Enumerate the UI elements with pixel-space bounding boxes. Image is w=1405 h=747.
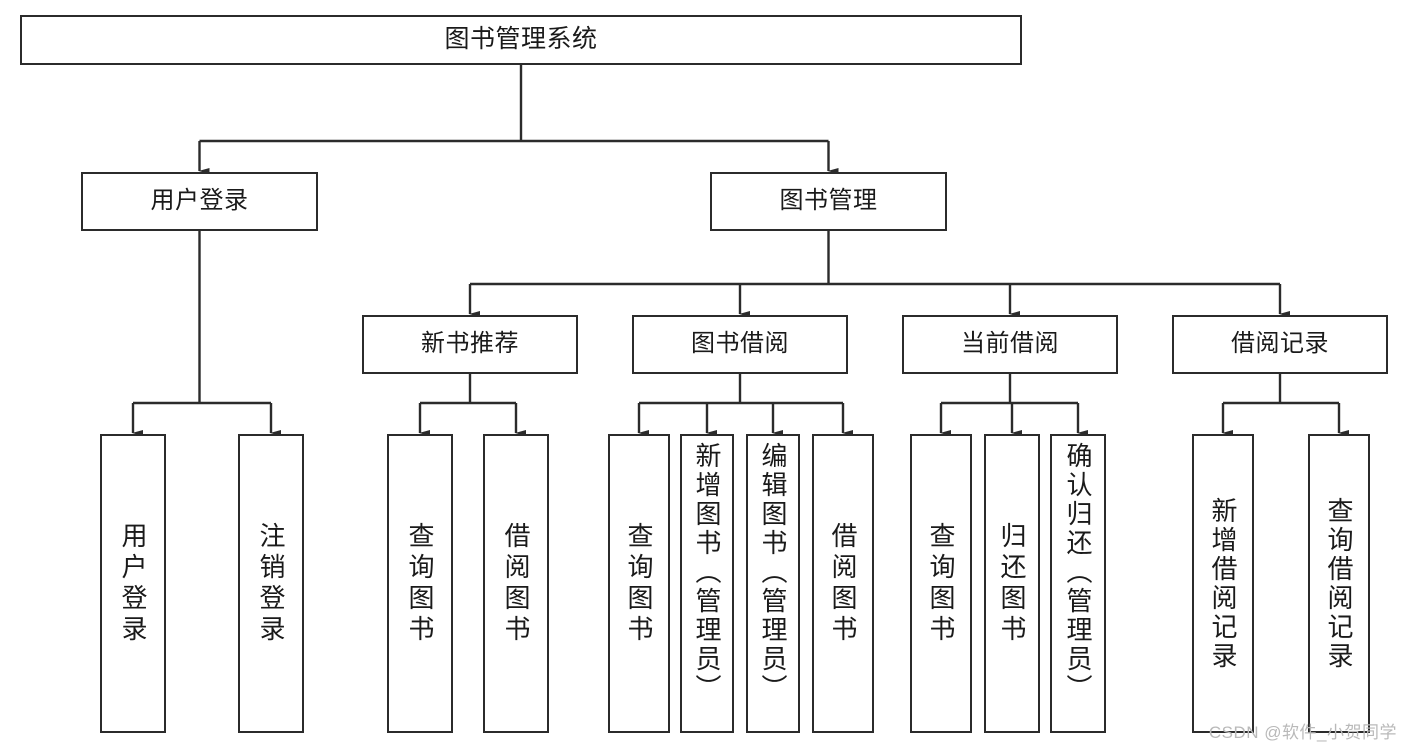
node-leaf-user-login[interactable]: 用户登录	[100, 434, 166, 733]
node-new-book-rec[interactable]: 新书推荐	[362, 315, 578, 374]
node-label: 当前借阅	[961, 330, 1059, 358]
node-label: 新书推荐	[421, 330, 519, 358]
node-book-manage[interactable]: 图书管理	[710, 172, 947, 231]
node-leaf-edit-book[interactable]: 编辑图书（管理员）	[746, 434, 800, 733]
node-label: 确认归还（管理员）	[1063, 442, 1093, 703]
node-label: 编辑图书（管理员）	[758, 442, 788, 703]
node-leaf-return-book[interactable]: 归还图书	[984, 434, 1040, 733]
node-label: 图书管理系统	[444, 25, 598, 54]
node-label: 借阅记录	[1231, 330, 1329, 358]
node-leaf-confirm-return[interactable]: 确认归还（管理员）	[1050, 434, 1106, 733]
node-label: 借阅图书	[828, 521, 858, 646]
node-leaf-logout[interactable]: 注销登录	[238, 434, 304, 733]
node-borrow-record[interactable]: 借阅记录	[1172, 315, 1388, 374]
csdn-watermark: CSDN @软件_小贺同学	[1208, 723, 1397, 742]
node-leaf-borrow-book-1[interactable]: 借阅图书	[483, 434, 549, 733]
node-leaf-add-book[interactable]: 新增图书（管理员）	[680, 434, 734, 733]
node-user-login[interactable]: 用户登录	[81, 172, 318, 231]
node-label: 图书借阅	[691, 330, 789, 358]
node-leaf-query-book-2[interactable]: 查询图书	[608, 434, 670, 733]
node-root[interactable]: 图书管理系统	[20, 15, 1022, 65]
node-label: 注销登录	[256, 521, 286, 646]
node-label: 查询图书	[405, 521, 435, 646]
node-leaf-add-record[interactable]: 新增借阅记录	[1192, 434, 1254, 733]
node-label: 图书管理	[779, 187, 878, 215]
node-label: 新增图书（管理员）	[692, 442, 722, 703]
node-leaf-borrow-book-2[interactable]: 借阅图书	[812, 434, 874, 733]
node-label: 用户登录	[118, 521, 148, 646]
node-label: 查询借阅记录	[1324, 496, 1354, 671]
node-leaf-query-record[interactable]: 查询借阅记录	[1308, 434, 1370, 733]
node-label: 查询图书	[624, 521, 654, 646]
node-current-borrow[interactable]: 当前借阅	[902, 315, 1118, 374]
node-label: 归还图书	[997, 521, 1027, 646]
node-book-borrow[interactable]: 图书借阅	[632, 315, 848, 374]
node-label: 借阅图书	[501, 521, 531, 646]
node-leaf-query-book-1[interactable]: 查询图书	[387, 434, 453, 733]
node-leaf-query-book-3[interactable]: 查询图书	[910, 434, 972, 733]
node-label: 查询图书	[926, 521, 956, 646]
node-label: 新增借阅记录	[1208, 496, 1238, 671]
node-label: 用户登录	[150, 187, 249, 215]
edges	[131, 65, 1349, 436]
